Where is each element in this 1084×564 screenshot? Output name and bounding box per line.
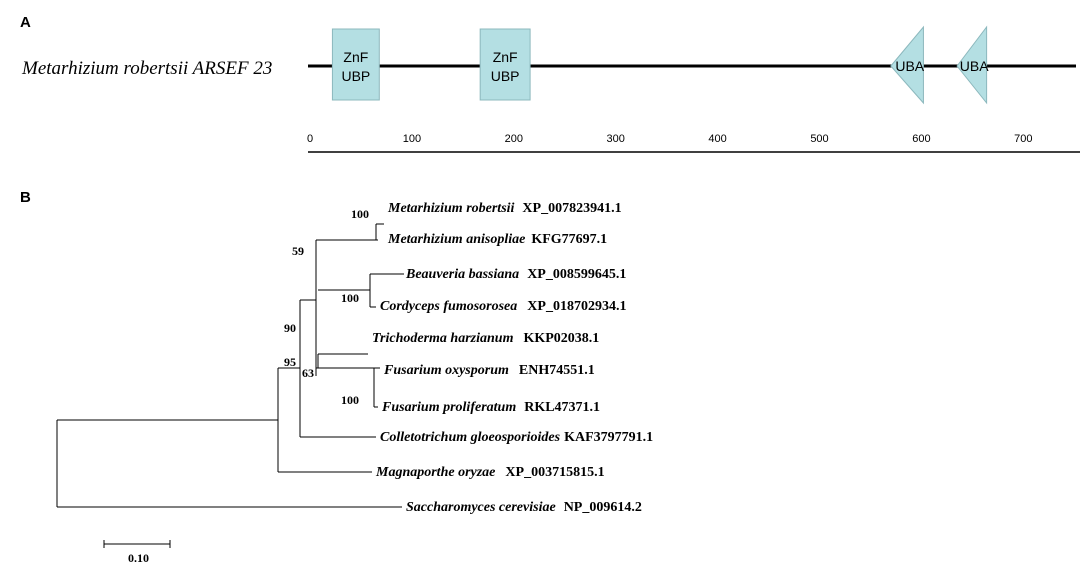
axis-tick-label: 700 xyxy=(1014,133,1032,145)
bootstrap-metarhizium: 100 xyxy=(351,207,369,221)
bootstrap-node63: 63 xyxy=(302,366,314,380)
branch-metarhizium xyxy=(375,223,384,241)
domain-triangle xyxy=(890,25,924,105)
domain-box xyxy=(331,28,380,101)
bootstrap-node95: 95 xyxy=(284,355,296,369)
phylogenetic-tree xyxy=(56,223,404,508)
domain-label: ZnF xyxy=(493,49,518,65)
domain-label: UBA xyxy=(895,58,924,74)
domain-uba-3: UBA xyxy=(890,25,925,105)
axis-tick-label: 500 xyxy=(810,133,828,145)
axis-tick-labels: 0 100 200 300 400 500 600 700 xyxy=(307,133,1033,145)
domain-znf-2: ZnF UBP xyxy=(479,28,531,101)
bootstrap-node59: 59 xyxy=(292,244,304,258)
axis-tick-label: 100 xyxy=(403,133,421,145)
domain-triangle xyxy=(956,25,988,105)
branch-node95 xyxy=(277,368,372,473)
branch-root xyxy=(56,419,402,508)
axis-tick-label: 600 xyxy=(912,133,930,145)
branch-node90 xyxy=(278,300,376,438)
domain-box xyxy=(479,28,531,101)
axis-tick-label: 400 xyxy=(708,133,726,145)
axis-tick-label: 300 xyxy=(607,133,625,145)
domain-znf-1: ZnF UBP xyxy=(331,28,380,101)
panel-a-label: A xyxy=(20,14,31,31)
scale-bar: 0.10 xyxy=(103,540,171,564)
bootstrap-cordycipitaceae: 100 xyxy=(341,291,359,305)
bootstrap-fusarium: 100 xyxy=(341,393,359,407)
domain-label: UBP xyxy=(491,68,520,84)
bootstrap-node90: 90 xyxy=(284,321,296,335)
domain-group: ZnF UBP ZnF UBP UBA UBA xyxy=(331,25,989,105)
domain-label: UBP xyxy=(341,68,370,84)
axis-tick-label: 200 xyxy=(505,133,523,145)
scale-bar-line xyxy=(103,540,171,548)
axis-tick-label: 0 xyxy=(307,133,313,145)
protein-species-title: Metarhizium robertsii ARSEF 23 xyxy=(21,58,272,79)
domain-label: UBA xyxy=(960,58,989,74)
domain-uba-4: UBA xyxy=(956,25,989,105)
branch-node63 xyxy=(317,353,374,369)
branch-fusarium xyxy=(373,367,380,408)
branch-cordycipitaceae xyxy=(318,273,404,308)
domain-label: ZnF xyxy=(343,49,368,65)
panel-b-label: B xyxy=(20,189,31,206)
scale-bar-label: 0.10 xyxy=(128,551,149,564)
branch-node59 xyxy=(300,239,376,369)
